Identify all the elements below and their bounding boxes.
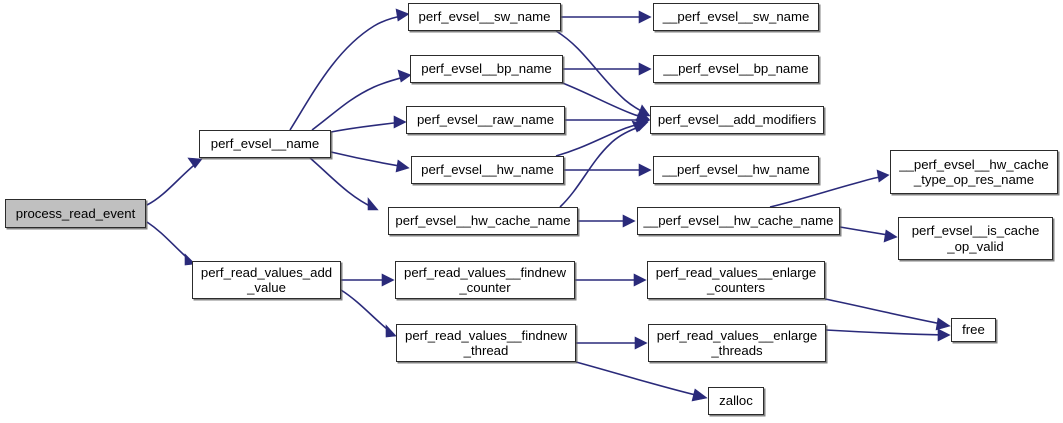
edge-e-bp-mod (559, 81, 647, 119)
node-label: perf_read_values_add _value (200, 264, 333, 296)
node-perf_evsel__sw_name[interactable]: perf_evsel__sw_name (408, 3, 561, 31)
node-perf_read_values_add_value[interactable]: perf_read_values_add _value (192, 261, 341, 299)
node-__perf_evsel__hw_cache_type_op_res_name[interactable]: __perf_evsel__hw_cache _type_op_res_name (890, 150, 1058, 194)
edge-e-fthread-zalloc (575, 361, 705, 398)
node-label: process_read_event (15, 205, 136, 221)
edge-e-ecount-free (824, 298, 948, 326)
arrowhead-icon (633, 273, 647, 287)
node-process_read_event[interactable]: process_read_event (5, 199, 146, 228)
node-label: perf_evsel__is_cache _op_valid (911, 223, 1040, 254)
arrowhead-icon (395, 8, 410, 22)
arrowhead-icon (397, 69, 412, 83)
node-label: __perf_evsel__bp_name (663, 61, 809, 77)
node-perf_evsel__add_modifiers[interactable]: perf_evsel__add_modifiers (650, 106, 824, 134)
edge-e-ethread-free (825, 329, 948, 336)
node-zalloc[interactable]: zalloc (708, 387, 764, 415)
arrowhead-icon (634, 336, 648, 350)
node-label: perf_evsel__bp_name (421, 61, 552, 77)
arrowhead-icon (935, 317, 951, 331)
node-perf_read_values__findnew_thread[interactable]: perf_read_values__findnew _thread (396, 324, 576, 362)
edge-e-_hwc-typeop (769, 175, 887, 208)
arrowhead-icon (385, 324, 397, 338)
node-label: perf_read_values__enlarge _threads (656, 327, 818, 359)
edge-e-name-bp (311, 75, 409, 131)
edge-e-name-raw (330, 121, 404, 133)
edge-e-name-hw (330, 151, 407, 168)
node-label: perf_read_values__findnew _thread (404, 327, 568, 359)
node-label: perf_evsel__sw_name (418, 9, 551, 25)
node-perf_evsel__raw_name[interactable]: perf_evsel__raw_name (406, 106, 565, 134)
node-label: zalloc (719, 393, 753, 409)
node-perf_evsel__is_cache_op_valid[interactable]: perf_evsel__is_cache _op_valid (898, 217, 1053, 260)
arrowhead-icon (937, 328, 951, 342)
edge-e-pre-name (146, 160, 200, 206)
node-perf_evsel__bp_name[interactable]: perf_evsel__bp_name (410, 55, 563, 83)
edge-e-hw-mod (555, 122, 646, 157)
node-__perf_evsel__hw_name[interactable]: __perf_evsel__hw_name (653, 156, 819, 184)
node-perf_read_values__enlarge_counters[interactable]: perf_read_values__enlarge _counters (647, 261, 825, 299)
node-label: __perf_evsel__hw_cache _type_op_res_name (899, 156, 1049, 188)
node-__perf_evsel__sw_name[interactable]: __perf_evsel__sw_name (653, 3, 819, 31)
arrowhead-icon (691, 388, 708, 402)
edge-e-hwc-mod (559, 125, 643, 208)
node-perf_read_values__enlarge_threads[interactable]: perf_read_values__enlarge _threads (648, 324, 826, 362)
arrowhead-icon (876, 169, 890, 183)
node-perf_evsel__hw_cache_name[interactable]: perf_evsel__hw_cache_name (388, 207, 578, 235)
arrowhead-icon (395, 159, 410, 173)
node-label: perf_evsel__hw_cache_name (395, 213, 571, 229)
node-label: perf_evsel__name (210, 136, 320, 152)
edge-e-sw-mod (555, 30, 648, 115)
node-label: perf_read_values__enlarge _counters (655, 264, 817, 296)
arrowhead-icon (367, 197, 379, 211)
node-__perf_evsel__bp_name[interactable]: __perf_evsel__bp_name (653, 55, 819, 83)
node-label: perf_evsel__add_modifiers (657, 112, 817, 128)
node-label: __perf_evsel__sw_name (662, 9, 810, 25)
edge-e-name-hwcache (309, 157, 375, 209)
node-free[interactable]: free (951, 318, 996, 342)
arrowhead-icon (883, 229, 898, 243)
arrowhead-icon (638, 62, 652, 76)
node-label: perf_evsel__raw_name (416, 112, 555, 128)
arrowhead-icon (622, 214, 636, 228)
node-perf_evsel__hw_name[interactable]: perf_evsel__hw_name (411, 156, 564, 184)
arrowhead-icon (638, 163, 652, 177)
edge-e-add-fthread (340, 289, 394, 335)
node-perf_read_values__findnew_counter[interactable]: perf_read_values__findnew _counter (395, 261, 575, 299)
node-label: __perf_evsel__hw_name (662, 162, 810, 178)
node-perf_evsel__name[interactable]: perf_evsel__name (199, 130, 331, 158)
node-label: perf_evsel__hw_name (421, 162, 554, 178)
node-label: free (962, 322, 985, 338)
arrowhead-icon (631, 120, 646, 133)
node-__perf_evsel__hw_cache_name[interactable]: __perf_evsel__hw_cache_name (637, 207, 840, 235)
arrowhead-icon (381, 273, 395, 287)
arrowhead-icon (638, 10, 652, 24)
node-label: perf_read_values__findnew _counter (403, 264, 567, 296)
arrowhead-icon (393, 115, 407, 129)
arrowhead-icon (187, 157, 203, 169)
edge-e-name-sw (289, 14, 407, 131)
node-label: __perf_evsel__hw_cache_name (643, 213, 834, 229)
